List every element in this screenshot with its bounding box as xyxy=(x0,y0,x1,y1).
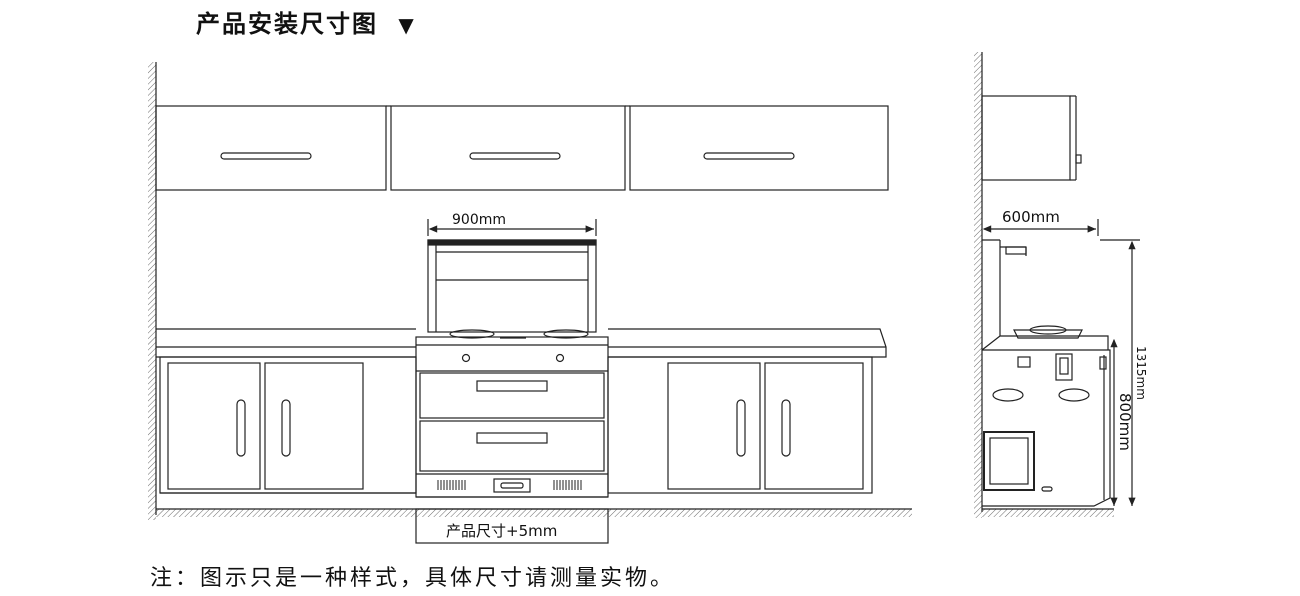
stove-body xyxy=(415,336,609,498)
footnote: 注：图示只是一种样式，具体尺寸请测量实物。 xyxy=(150,566,676,591)
lower-cabinets-right xyxy=(607,356,873,494)
floor-hatch xyxy=(156,509,912,517)
door-handle xyxy=(236,399,246,457)
width-label: 900mm xyxy=(452,212,506,228)
door-handle xyxy=(281,399,291,457)
integrated-stove xyxy=(415,239,609,498)
door-handle xyxy=(781,399,791,457)
door-handle xyxy=(736,399,746,457)
upper-handle xyxy=(469,152,561,160)
knob-icon xyxy=(555,353,565,363)
cutout-label: 产品尺寸+5mm xyxy=(446,522,557,540)
gas-valve xyxy=(1055,353,1073,381)
burner xyxy=(543,329,589,339)
upper-handle xyxy=(703,152,795,160)
triangle-down-icon: ▼ xyxy=(398,13,416,37)
vent-grille xyxy=(437,480,582,490)
diagram-title: 产品安装尺寸图 ▼ xyxy=(196,4,416,39)
side-upper-cabinet xyxy=(981,95,1071,181)
counter-height-label: 800mm xyxy=(1116,393,1134,451)
upper-handle xyxy=(220,152,312,160)
total-height-label: 1315mm xyxy=(1134,346,1148,400)
side-access-panel xyxy=(983,431,1035,491)
title-text: 产品安装尺寸图 xyxy=(196,10,378,38)
cutout-box xyxy=(415,508,609,544)
countertop xyxy=(156,328,887,358)
left-wall-hatch xyxy=(148,62,156,520)
display-panel xyxy=(493,478,531,493)
pipe-bracket xyxy=(1058,388,1090,402)
depth-label: 600mm xyxy=(1002,208,1060,226)
upper-cabinets xyxy=(155,105,889,191)
side-stove-profile xyxy=(981,239,1111,507)
width-dimension xyxy=(427,219,597,236)
hood-panel xyxy=(427,239,597,333)
front-view xyxy=(148,62,912,544)
lower-cabinets-left xyxy=(159,356,417,494)
knob-icon xyxy=(461,353,471,363)
burner xyxy=(449,329,495,339)
side-view xyxy=(974,52,1140,518)
side-wall-hatch xyxy=(974,52,982,518)
pipe-bracket xyxy=(992,388,1024,402)
side-floor-hatch xyxy=(982,509,1114,517)
drawer-handle xyxy=(476,380,548,392)
drawer-handle xyxy=(476,432,548,444)
